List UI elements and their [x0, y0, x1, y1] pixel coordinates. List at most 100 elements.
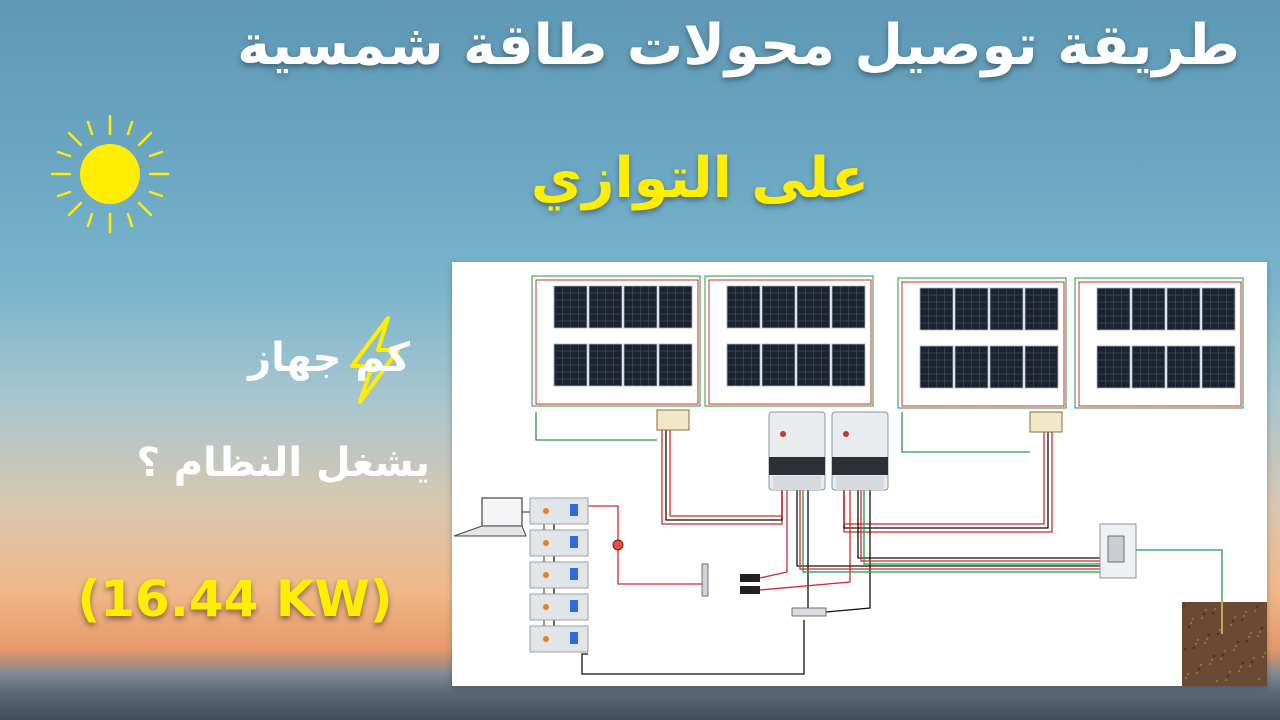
array-frame-wire: [897, 277, 1067, 409]
soil-grain: [1239, 665, 1243, 669]
soil-grain: [1258, 630, 1262, 634]
soil-grain: [1219, 657, 1223, 661]
inverter-dc-wire: [759, 490, 851, 591]
soil-grain: [1252, 656, 1256, 660]
combiner-box: [656, 409, 690, 431]
soil-grain: [1253, 609, 1257, 613]
inverter-dc-wire: [825, 490, 871, 613]
ground-wire: [901, 412, 1030, 453]
pv-wire-left: [665, 430, 783, 521]
battery-case: [529, 593, 589, 621]
inverter-logo: [780, 431, 786, 437]
soil-grain: [1242, 614, 1246, 618]
solar-array-4: [1074, 277, 1244, 409]
soil-grain: [1182, 604, 1186, 608]
soil-grain: [1248, 664, 1252, 668]
battery-switch: [570, 568, 578, 580]
array-frame-wire: [531, 275, 701, 407]
battery-switch: [570, 536, 578, 548]
pv-wire-right: [843, 432, 1045, 525]
battery-terminal: [543, 572, 549, 578]
battery-terminal: [543, 508, 549, 514]
soil-grain: [1211, 611, 1215, 615]
inverter-terminals: [836, 476, 884, 490]
wiring-diagram: [452, 262, 1267, 686]
soil-grain: [1216, 632, 1220, 636]
soil-grain: [1231, 619, 1235, 623]
soil-grain: [1191, 617, 1195, 621]
battery-module-3: [529, 561, 589, 589]
earth-wire: [1136, 549, 1223, 602]
equipment: [453, 409, 1267, 686]
soil-grain: [1208, 662, 1212, 666]
laptop-icon: [453, 497, 527, 537]
inverter-logo: [843, 431, 849, 437]
array-frame-wire: [1078, 281, 1242, 407]
soil-grain: [1256, 634, 1260, 638]
laptop-base: [453, 525, 527, 537]
soil-grain: [1184, 676, 1188, 680]
solar-array-2: [704, 275, 874, 407]
wires: [522, 412, 1223, 675]
ac-output-wire: [860, 490, 1100, 562]
soil-grain: [1245, 639, 1249, 643]
lightning-bolt-icon: [350, 316, 400, 404]
soil-grain: [1199, 663, 1203, 667]
question-line-1: كم جهاز: [248, 335, 410, 381]
fuse: [740, 586, 760, 594]
soil-grain: [1183, 647, 1187, 651]
power-rating-label: (16.44 KW): [77, 570, 393, 628]
soil-grain: [1229, 623, 1233, 627]
battery-switch: [570, 504, 578, 516]
ac-breaker: [1107, 535, 1125, 563]
battery-positive: [588, 505, 702, 585]
soil-grain: [1223, 649, 1227, 653]
battery-case: [529, 561, 589, 589]
battery-terminal: [543, 636, 549, 642]
soil-grain: [1247, 635, 1251, 639]
battery-case: [529, 625, 589, 653]
pv-wire-left: [669, 430, 783, 517]
soil-grain: [1215, 679, 1219, 683]
title-line-2: على التوازي: [530, 146, 870, 211]
soil-grain: [1241, 661, 1245, 665]
ac-output-wire: [799, 490, 1100, 570]
battery-case: [529, 497, 589, 525]
battery-switch: [570, 600, 578, 612]
negative-busbar: [791, 607, 827, 617]
fuse: [740, 574, 760, 582]
soil-grain: [1213, 607, 1217, 611]
array-frame-wire: [704, 275, 874, 407]
soil-grain: [1260, 626, 1264, 630]
battery-terminal: [543, 540, 549, 546]
ac-output-wire: [796, 490, 1100, 567]
battery-terminal: [543, 604, 549, 610]
array-frame-wire: [1074, 277, 1244, 409]
ac-output-wire: [857, 490, 1100, 559]
soil-grain: [1263, 651, 1267, 655]
earth-soil: [1182, 602, 1267, 686]
soil-grain: [1195, 671, 1199, 675]
soil-grain: [1210, 658, 1214, 662]
ground-wire: [535, 412, 657, 441]
soil-grain: [1236, 640, 1240, 644]
soil-grain: [1205, 637, 1209, 641]
soil-grain: [1202, 612, 1206, 616]
array-frame-wire: [708, 279, 872, 405]
title-line-1: طريقة توصيل محولات طاقة شمسية: [20, 18, 1240, 74]
soil-grain: [1192, 646, 1196, 650]
positive-busbar: [701, 563, 709, 597]
soil-grain: [1237, 669, 1241, 673]
soil-grain: [1221, 653, 1225, 657]
soil-grain: [1240, 618, 1244, 622]
soil-grain: [1218, 628, 1222, 632]
battery-switch: [570, 632, 578, 644]
inverter-dc-wire: [759, 490, 788, 579]
battery-breaker: [612, 539, 624, 551]
soil-grain: [1261, 655, 1265, 659]
array-frame-wire: [901, 281, 1065, 407]
solar-arrays: [531, 275, 1244, 409]
battery-case: [529, 529, 589, 557]
title-part-highlight: طاقة شمسية: [237, 13, 608, 78]
inverter-terminals: [773, 476, 821, 490]
